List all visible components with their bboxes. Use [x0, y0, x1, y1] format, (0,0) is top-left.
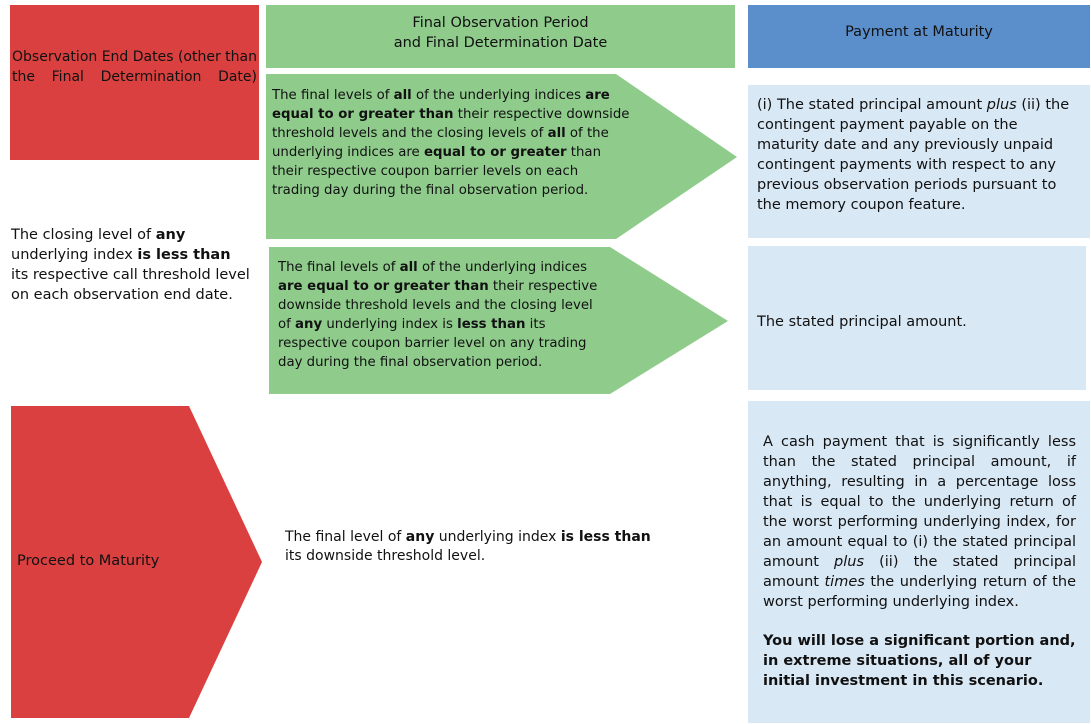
scenario-3-loss-warning: You will lose a significant portion and,…: [763, 633, 1076, 689]
scenario-3-payment-text: A cash payment that is significantly les…: [763, 434, 1076, 610]
final-observation-title-line1: Final Observation Period: [412, 15, 589, 31]
final-observation-title-line2: and Final Determination Date: [393, 35, 608, 51]
proceed-to-maturity-label: Proceed to Maturity: [17, 553, 160, 569]
scenario-2-arrow: [269, 247, 728, 394]
scenario-2-payment: The stated principal amount.: [748, 246, 1086, 390]
observation-end-dates-title: Observation End Dates (other than the Fi…: [12, 49, 257, 85]
observation-end-dates-header: Observation End Dates (other than the Fi…: [10, 5, 259, 160]
scenario-1-payment: (i) The stated principal amount plus (ii…: [748, 85, 1090, 238]
scenario-2-condition: The final levels of all of the underlyin…: [278, 260, 598, 370]
payment-at-maturity-title: Payment at Maturity: [845, 24, 993, 40]
payment-at-maturity-header: Payment at Maturity: [748, 5, 1090, 68]
final-observation-period-header: Final Observation Period and Final Deter…: [266, 5, 735, 68]
call-condition-text: The closing level of any underlying inde…: [11, 227, 250, 303]
scenario-1-arrow: [266, 74, 737, 239]
scenario-3-payment: A cash payment that is significantly les…: [748, 401, 1090, 723]
scenario-1-condition: The final levels of all of the underlyin…: [272, 88, 630, 198]
scenario-3-condition: The final level of any underlying index …: [285, 529, 651, 564]
proceed-to-maturity-arrow: [11, 406, 262, 718]
